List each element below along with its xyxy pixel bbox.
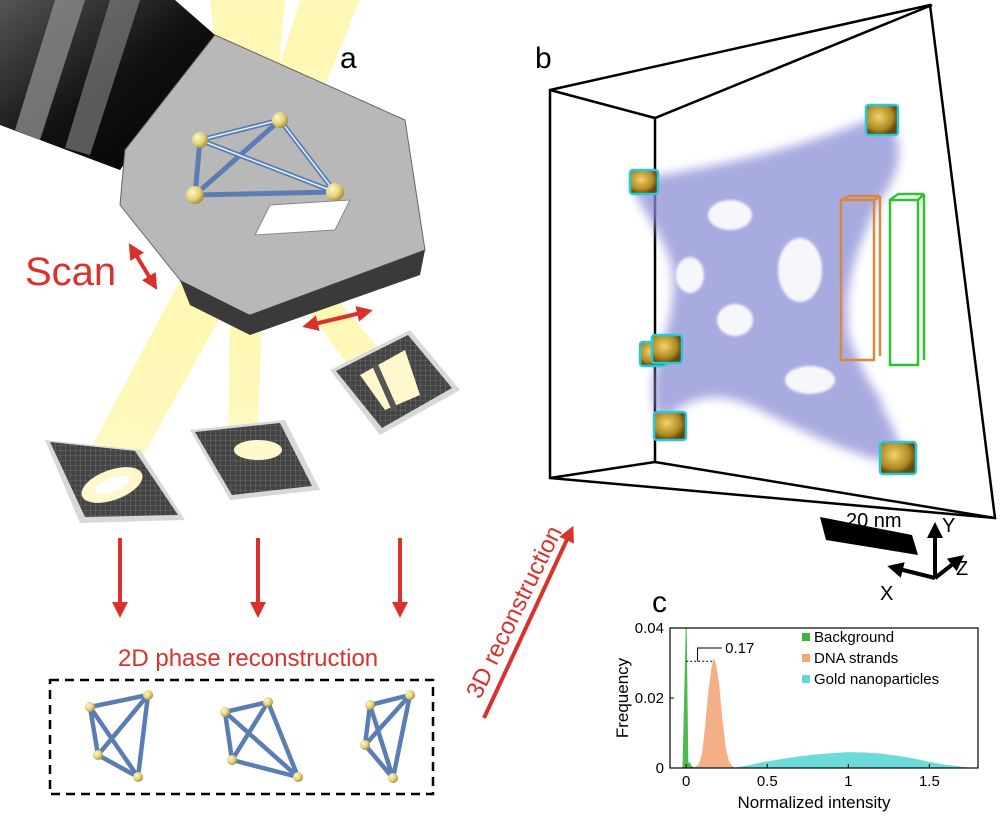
detector-right [330,330,460,435]
legend-label: Background [814,629,894,646]
background-sample-box [888,192,926,367]
annotation-leader [697,647,722,662]
detector-left [45,440,185,523]
x-tick-label: 0 [682,773,690,790]
phase-reconstruction-label: 2D phase reconstruction [118,645,378,672]
axis-triad [887,522,965,580]
panel-c-label: c [652,586,667,619]
legend-swatch [802,633,810,641]
annotation-label: 0.17 [725,640,754,657]
axis-z-label: Z [956,558,968,580]
detector-middle [190,420,320,500]
dna-density-cloud [630,115,905,465]
series-dna-strands [692,657,736,769]
nanoparticle [878,440,918,476]
axis-x-label: X [880,583,893,605]
reconstruction-3d-label: 3D reconstruction [461,522,568,703]
scan-arrow [128,243,158,290]
microscope-barrel [0,0,215,170]
axis-y-label: Y [942,515,955,537]
nanoparticle [652,410,688,442]
nanoparticle [638,333,684,368]
x-tick-label: 1 [844,773,852,790]
tilt-arrow [302,306,373,331]
y-tick-label: 0 [656,760,664,777]
legend-label: Gold nanoparticles [814,671,939,688]
dna-sample-box [839,194,882,362]
panel-a: a Scan 2D phase reconstruction 3D recons… [0,0,574,796]
scan-label: Scan [25,250,116,294]
nanoparticle [628,168,660,196]
nanoparticle [864,103,900,137]
red-arrows [112,243,574,719]
panel-b-label: b [535,42,552,75]
density-holes [676,200,835,394]
projection-3 [360,690,415,783]
projection-box [48,678,435,796]
series-gold-nanoparticles [734,752,970,769]
reconstruction-arrow [482,525,574,719]
x-axis-label: Normalized intensity [737,793,891,812]
gold-nanoparticles [628,103,918,476]
y-axis-label: Frequency [613,657,632,738]
projection-2 [220,697,303,782]
sample-holder [119,34,426,335]
dna-origami-tetrahedron [186,112,344,204]
scale-bar: 20 nm [820,510,918,555]
panel-a-label: a [340,42,357,75]
legend-swatch [802,654,810,662]
legend-label: DNA strands [814,650,898,667]
y-tick-label: 0.04 [635,620,664,637]
panel-b: b [535,3,997,605]
legend-swatch [802,675,810,683]
x-tick-label: 0.5 [757,773,778,790]
x-tick-label: 1.5 [919,773,940,790]
projection-1 [85,690,153,782]
y-tick-label: 0.02 [635,690,664,707]
scale-bar-label: 20 nm [846,510,902,532]
